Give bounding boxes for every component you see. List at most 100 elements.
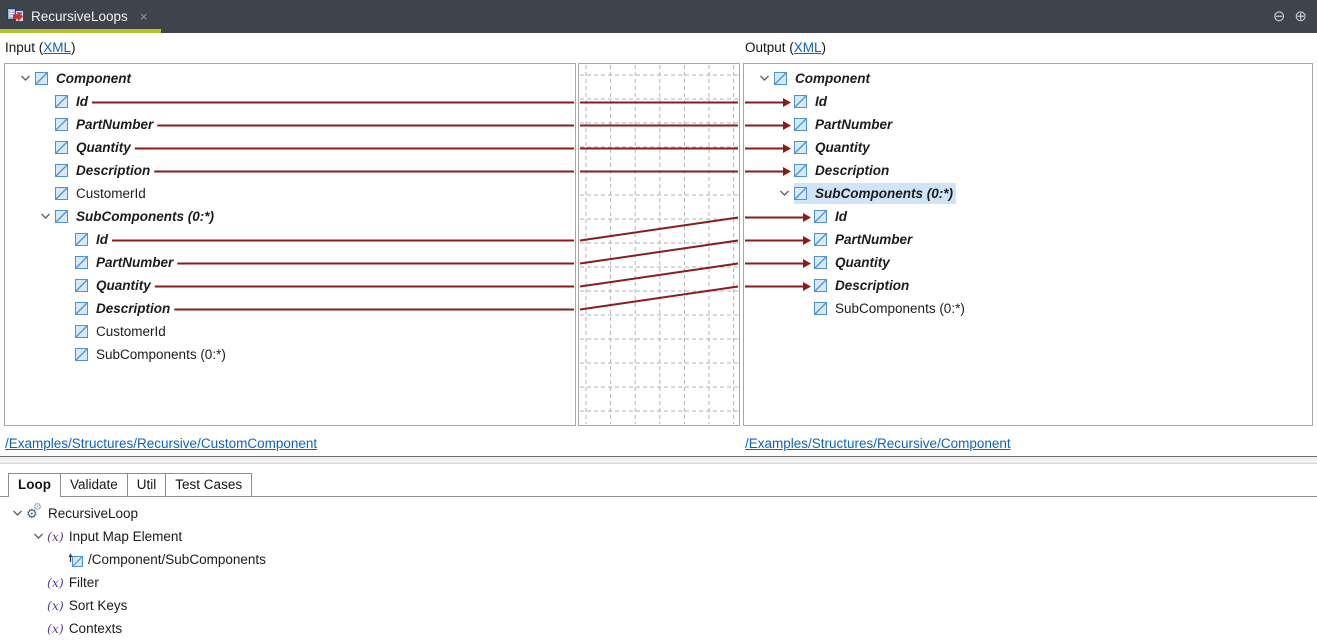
output-node[interactable]: Id	[794, 91, 830, 112]
loop-tree-label[interactable]: Contexts	[68, 621, 123, 636]
input-node[interactable]: PartNumber	[75, 252, 176, 273]
xml-node-icon[interactable]	[55, 164, 68, 177]
xml-node-icon[interactable]	[794, 118, 807, 131]
xml-node-icon[interactable]	[814, 302, 827, 315]
output-node-label[interactable]: Id	[835, 209, 847, 224]
loop-tree-label[interactable]: RecursiveLoop	[48, 506, 139, 521]
chevron-down-icon[interactable]	[15, 75, 35, 82]
input-node[interactable]: Id	[55, 91, 91, 112]
output-node-label[interactable]: Quantity	[835, 255, 890, 270]
xml-node-icon[interactable]	[55, 141, 68, 154]
document-tab[interactable]: RecursiveLoops ×	[0, 0, 162, 33]
horizontal-splitter[interactable]	[0, 456, 1317, 464]
xml-node-icon[interactable]	[55, 210, 68, 223]
tab-close-icon[interactable]: ×	[139, 9, 148, 24]
output-node[interactable]: Component	[774, 68, 873, 89]
output-node[interactable]: PartNumber	[814, 229, 915, 250]
output-node[interactable]: Quantity	[794, 137, 873, 158]
chevron-down-icon[interactable]	[754, 75, 774, 82]
xml-node-icon[interactable]	[35, 72, 48, 85]
input-node[interactable]: PartNumber	[55, 114, 156, 135]
tab-test-cases[interactable]: Test Cases	[165, 473, 253, 496]
xml-node-icon[interactable]	[75, 233, 88, 246]
loop-tree-label[interactable]: Sort Keys	[68, 598, 128, 613]
xml-node-icon[interactable]	[75, 302, 88, 315]
input-node[interactable]: Id	[75, 229, 111, 250]
input-node-label[interactable]: Id	[96, 232, 108, 247]
output-node[interactable]: PartNumber	[794, 114, 895, 135]
output-node-label[interactable]: Id	[815, 94, 827, 109]
input-node-label[interactable]: SubComponents (0:*)	[76, 209, 214, 224]
output-node-label[interactable]: SubComponents (0:*)	[835, 301, 965, 316]
output-node-label[interactable]: Quantity	[815, 140, 870, 155]
tab-util[interactable]: Util	[126, 473, 167, 496]
loop-tree-label[interactable]: /Component/SubComponents	[88, 552, 266, 567]
output-node[interactable]: Quantity	[814, 252, 893, 273]
xml-node-icon[interactable]	[55, 118, 68, 131]
input-schema-path-link[interactable]: /Examples/Structures/Recursive/CustomCom…	[5, 436, 318, 451]
expand-all-icon[interactable]: ⊕	[1294, 8, 1307, 25]
chevron-down-icon[interactable]	[8, 510, 26, 517]
input-node-label[interactable]: PartNumber	[96, 255, 174, 270]
input-node-label[interactable]: CustomerId	[76, 186, 146, 201]
output-node[interactable]: Description	[814, 275, 912, 296]
chevron-down-icon[interactable]	[35, 213, 55, 220]
input-xml-link[interactable]: XML	[43, 40, 72, 55]
xml-node-icon[interactable]	[794, 164, 807, 177]
xml-node-icon[interactable]	[814, 279, 827, 292]
xml-node-icon[interactable]	[75, 256, 88, 269]
xml-node-icon[interactable]	[794, 95, 807, 108]
input-node-label[interactable]: Description	[76, 163, 151, 178]
chevron-down-icon[interactable]	[29, 533, 47, 540]
output-node-label[interactable]: PartNumber	[835, 232, 913, 247]
xml-node-icon[interactable]	[814, 210, 827, 223]
input-node[interactable]: Quantity	[55, 137, 134, 158]
input-node[interactable]: SubComponents (0:*)	[55, 206, 217, 227]
input-node[interactable]: Component	[35, 68, 134, 89]
input-node-label[interactable]: Description	[96, 301, 171, 316]
input-node[interactable]: Quantity	[75, 275, 154, 296]
xml-node-icon[interactable]	[75, 279, 88, 292]
output-node-label[interactable]: SubComponents (0:*)	[815, 186, 953, 201]
input-node[interactable]: Description	[55, 160, 153, 181]
input-node-label[interactable]: Quantity	[76, 140, 131, 155]
input-tree-row: PartNumber	[5, 251, 575, 274]
output-node-label[interactable]: PartNumber	[815, 117, 893, 132]
output-xml-link[interactable]: XML	[793, 40, 822, 55]
input-node-label[interactable]: CustomerId	[96, 324, 166, 339]
xml-node-icon[interactable]	[774, 72, 787, 85]
loop-tree-label[interactable]: Filter	[68, 575, 99, 590]
input-node[interactable]: Description	[75, 298, 173, 319]
xml-node-icon[interactable]	[794, 187, 807, 200]
xml-node-icon[interactable]	[814, 233, 827, 246]
output-node[interactable]: Id	[814, 206, 850, 227]
chevron-down-icon[interactable]	[774, 190, 794, 197]
xml-node-icon[interactable]	[75, 325, 88, 338]
input-node-label[interactable]: Id	[76, 94, 88, 109]
input-node[interactable]: SubComponents (0:*)	[75, 344, 229, 365]
xml-node-icon[interactable]	[794, 141, 807, 154]
panel-headers-row: Input (XML) Output (XML)	[0, 33, 1317, 62]
input-node-label[interactable]: Component	[56, 71, 131, 86]
output-node-label[interactable]: Component	[795, 71, 870, 86]
output-node[interactable]: SubComponents (0:*)	[814, 298, 968, 319]
xml-node-icon[interactable]	[75, 348, 88, 361]
xml-node-icon[interactable]	[814, 256, 827, 269]
xml-node-icon[interactable]	[55, 187, 68, 200]
collapse-all-icon[interactable]: ⊖	[1272, 8, 1286, 25]
output-node-label[interactable]: Description	[835, 278, 910, 293]
output-node[interactable]: SubComponents (0:*)	[794, 183, 956, 204]
input-node-label[interactable]: Quantity	[96, 278, 151, 293]
tab-validate[interactable]: Validate	[60, 473, 128, 496]
tab-loop[interactable]: Loop	[8, 473, 61, 497]
input-node[interactable]: CustomerId	[75, 321, 169, 342]
input-node-label[interactable]: SubComponents (0:*)	[96, 347, 226, 362]
output-node-label[interactable]: Description	[815, 163, 890, 178]
input-node[interactable]: CustomerId	[55, 183, 149, 204]
xml-node-icon[interactable]	[55, 95, 68, 108]
loop-tree-label[interactable]: Input Map Element	[68, 529, 183, 544]
output-schema-path-link[interactable]: /Examples/Structures/Recursive/Component	[745, 436, 1011, 451]
input-node-label[interactable]: PartNumber	[76, 117, 154, 132]
output-node[interactable]: Description	[794, 160, 892, 181]
